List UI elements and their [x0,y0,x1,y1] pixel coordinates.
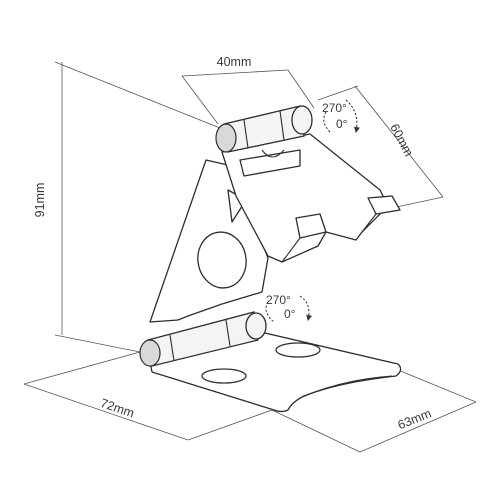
upper-hinge [215,105,313,153]
upper-angle-min: 0° [336,117,348,131]
upper-angle-max: 270° [322,101,347,115]
top-width-label: 40mm [217,55,252,69]
phone-holder-panel [221,133,401,263]
lower-hinge [139,311,267,367]
height-label: 91mm [33,183,47,218]
base-hole-back [275,342,321,358]
lower-angle-min: 0° [284,307,296,321]
top-width-dimension: 40mm [181,55,315,125]
holder-lip-right [367,195,401,215]
height-dimension: 91mm [33,61,226,353]
holder-lip-left [295,213,327,239]
lower-angle-max: 270° [266,293,291,307]
base-hole-front [201,368,247,384]
arm-hole [197,231,247,289]
base-width-label: 72mm [99,396,136,421]
top-depth-label: 60mm [387,122,416,159]
upper-rotation-indicator: 270° 0° [322,99,360,133]
lower-rotation-indicator: 270° 0° [265,293,313,323]
